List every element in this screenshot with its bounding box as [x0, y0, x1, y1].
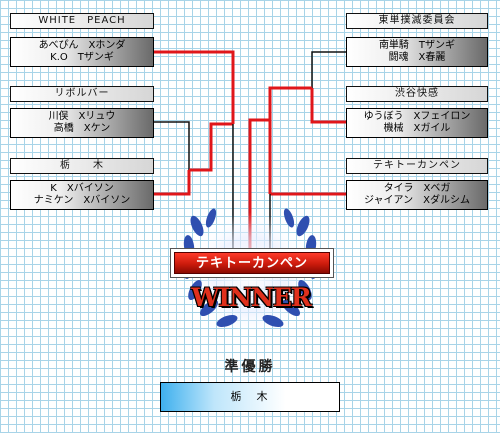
team-box-revolver: 川俣 Xリュウ 高橋 Xケン [10, 108, 154, 138]
team-header-revolver: リボルバー [10, 86, 154, 102]
team-player-line: K Xバイソン [50, 183, 114, 194]
team-header-tekito: テキトーカンペン [346, 158, 488, 174]
team-player-line: K.O Tザンギ [50, 52, 114, 63]
runner-up-name: 栃 木 [160, 382, 340, 412]
winner-title: WINNER [191, 283, 311, 312]
team-player-line: ナミケン Xバイソン [33, 195, 131, 206]
bracket-line-tochigi [154, 170, 191, 196]
bracket-line-revolver [154, 121, 190, 170]
team-box-white-peach: あべぴん Xホンダ K.O Tザンギ [10, 37, 154, 67]
bracket-line-right-semi [268, 86, 312, 194]
team-box-tokan: 南単騎 Tザンギ 闘魂 X春麗 [346, 37, 488, 67]
runner-up-title: 準優勝 [224, 359, 276, 375]
team-header-shibuya: 渋谷快感 [346, 86, 488, 102]
champion-name: テキトーカンペン [174, 252, 330, 274]
team-player-line: 川俣 Xリュウ [48, 111, 116, 122]
team-box-shibuya: ゆうぼう Xフェイロン 機械 Xガイル [346, 108, 488, 138]
team-player-line: 機械 Xガイル [383, 123, 451, 134]
team-player-line: ジャイアン Xダルシム [364, 195, 470, 206]
team-player-line: あべぴん Xホンダ [38, 40, 126, 51]
bracket-line-shibuya [310, 88, 346, 124]
team-header-tochigi: 栃 木 [10, 158, 154, 174]
bracket-line-white-peach [154, 50, 235, 124]
team-header-tokan: 東単撲滅委員会 [346, 13, 488, 29]
bracket-line-tokan [311, 51, 346, 88]
bracket-line-left-semi [189, 122, 233, 172]
team-player-line: 高橋 Xケン [53, 123, 111, 134]
team-box-tekito: タイラ Xベガ ジャイアン Xダルシム [346, 180, 488, 210]
team-header-white-peach: WHITE PEACH [10, 13, 154, 29]
team-player-line: タイラ Xベガ [383, 183, 451, 194]
bracket-line-final-top [248, 118, 270, 248]
team-player-line: 南単騎 Tザンギ [378, 40, 456, 51]
team-player-line: ゆうぼう Xフェイロン [363, 111, 471, 122]
team-box-tochigi: K Xバイソン ナミケン Xバイソン [10, 180, 154, 210]
team-player-line: 闘魂 X春麗 [388, 52, 446, 63]
champion-box: テキトーカンペン [170, 248, 334, 278]
